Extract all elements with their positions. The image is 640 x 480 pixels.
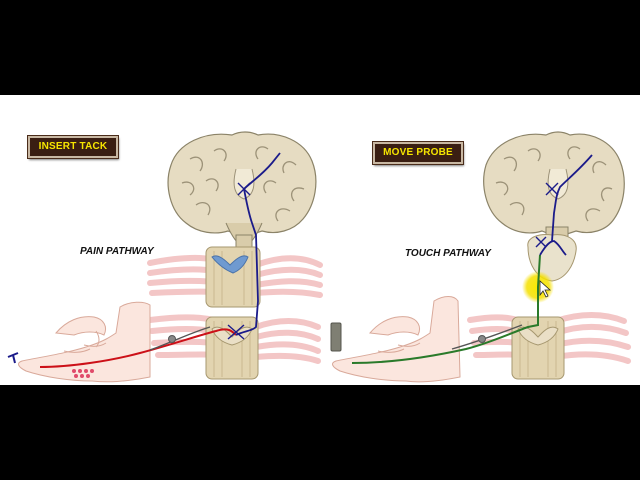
- dorsal-root-ganglion-left: [168, 335, 176, 343]
- ascending-tract-right: [539, 154, 593, 256]
- left-panel: [7, 131, 323, 383]
- right-panel: [330, 131, 631, 383]
- pain-pathway-label: PAIN PATHWAY: [80, 246, 154, 257]
- pain-fiber-branch-left: [149, 326, 211, 351]
- hand-left: [18, 301, 151, 383]
- cursor-arrow-icon: [539, 280, 552, 298]
- touch-fiber-branch-right: [451, 324, 523, 350]
- brain-left: [167, 131, 317, 252]
- hand-right: [332, 296, 461, 383]
- spinal-segment-lower-right: [467, 312, 631, 380]
- spinal-segment-lower-left: [147, 314, 321, 380]
- nociceptor-dots: [72, 369, 94, 378]
- probe-icon[interactable]: [330, 322, 342, 352]
- animation-stage: INSERT TACK MOVE PROBE PAIN PATHWAY TOUC…: [0, 95, 640, 385]
- ascending-tract-left: [235, 152, 281, 336]
- synapse-marker-left: [227, 324, 245, 340]
- touch-pathway-label: TOUCH PATHWAY: [405, 248, 491, 259]
- insert-tack-button[interactable]: INSERT TACK: [28, 136, 118, 158]
- pain-fiber-left: [39, 328, 237, 368]
- spinal-segment-upper-left: [147, 246, 323, 308]
- medulla-synapse-right: [535, 236, 547, 248]
- touch-fiber-right: [351, 254, 541, 364]
- tack-icon[interactable]: [7, 352, 19, 364]
- move-probe-button[interactable]: MOVE PROBE: [373, 142, 463, 164]
- thalamus-synapse-left: [237, 182, 251, 196]
- thalamus-synapse-right: [545, 182, 559, 196]
- dorsal-root-ganglion-right: [478, 335, 486, 343]
- pathway-illustration: [7, 131, 631, 383]
